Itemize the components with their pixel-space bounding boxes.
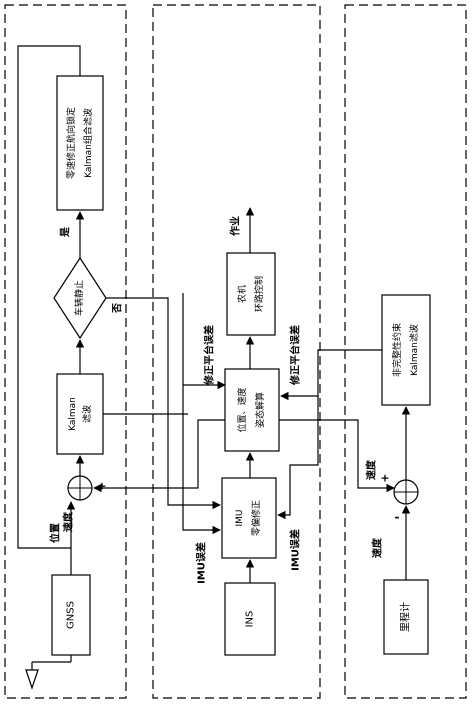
nonholonomic-kalman-label-line2: Kalman滤波 [408, 324, 420, 376]
platform-error-label-left: 修正平台误差 [203, 325, 216, 386]
odometer-label: 里程计 [399, 602, 412, 632]
nonholonomic-kalman-block [381, 294, 431, 406]
speed-label-lower: 速度 [371, 537, 384, 558]
ins-block-label: INS [245, 611, 256, 628]
gnss-section-frame [4, 4, 127, 699]
zero-speed-kalman-label-line2: Kalman组合滤波 [82, 108, 94, 178]
zero-speed-kalman-block [56, 75, 104, 211]
minus-sign-odometer: - [395, 510, 400, 524]
farm-control-label-line1: 农机 [236, 285, 248, 303]
plus-sign-gnss: + [97, 480, 106, 493]
farm-control-block [226, 252, 276, 336]
farm-control-label-line2: 环路控制 [253, 276, 265, 312]
zero-speed-kalman-label-line1: 零速修正航向锁定 [65, 107, 77, 179]
nav-solution-block [224, 368, 280, 452]
imu-correction-block [221, 477, 277, 559]
operation-label: 作业 [229, 216, 242, 236]
plus-sign-odometer: + [380, 472, 389, 485]
kalman-filter-label-line2: 滤波 [81, 405, 93, 423]
imu-correction-label-line2: 零偏修正 [250, 500, 262, 536]
ins-section-frame [152, 4, 321, 699]
odometer-block [383, 579, 429, 655]
nonholonomic-kalman-label-line1: 非完整性约束 [391, 323, 403, 377]
gnss-summing-junction [67, 475, 93, 501]
odometer-section-frame [344, 4, 467, 699]
imu-error-label-right: IMU误差 [289, 529, 302, 571]
odometer-summing-junction [393, 479, 419, 505]
kalman-filter-block [56, 373, 104, 455]
velocity-label: 速度 [62, 511, 75, 532]
imu-error-label-left: IMU误差 [195, 542, 208, 584]
antenna-icon [25, 655, 72, 690]
platform-error-label-right: 修正平台误差 [289, 325, 302, 386]
vehicle-static-decision [53, 256, 107, 340]
imu-correction-label-line1: IMU [235, 509, 245, 526]
speed-label-upper: 速度 [365, 459, 378, 480]
yes-label: 是 [60, 227, 72, 238]
gnss-block-label: GNSS [66, 601, 77, 629]
position-label: 位置 [49, 523, 62, 543]
nav-solution-label-line1: 位置、速度 [236, 387, 248, 432]
no-label: 否 [112, 303, 124, 314]
vehicle-static-label: 车辆静止 [73, 280, 85, 316]
kalman-filter-label-line1: Kalman [68, 397, 78, 431]
nav-solution-label-line2: 姿态解算 [254, 392, 266, 428]
